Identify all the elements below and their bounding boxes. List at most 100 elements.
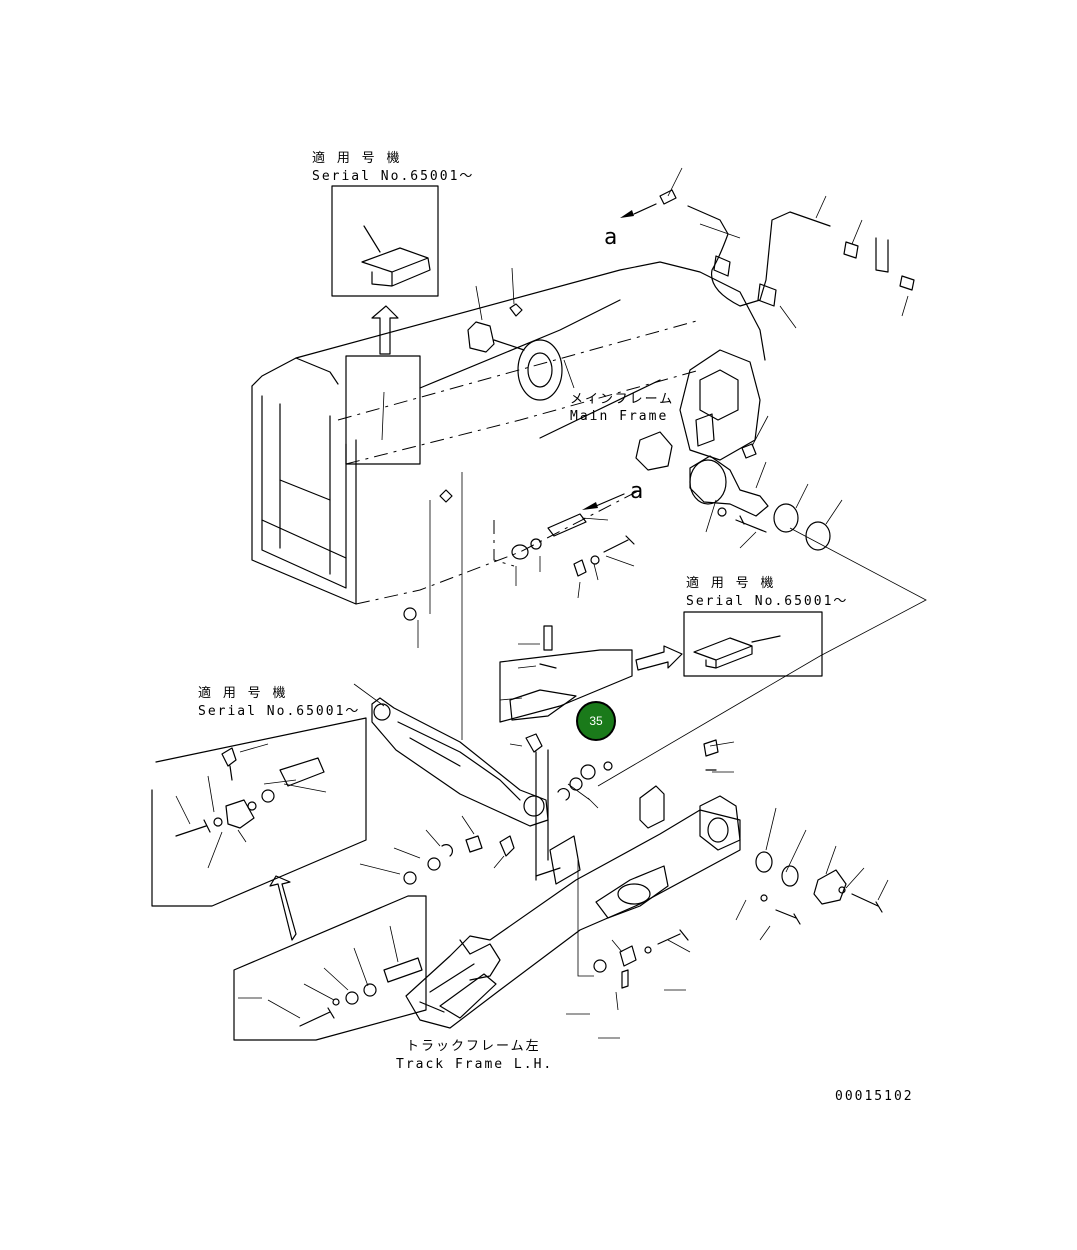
rear-bolt [851,893,883,913]
seal-leader [597,527,927,787]
callout-35[interactable]: 35 [576,701,616,741]
bottom-inset-box [233,895,427,1041]
right-inset-box [683,611,823,677]
bottom-bushing [363,983,377,997]
left-up-arrow [269,875,297,941]
top-serial-inset: 適 用 号 機 Serial No.65001～ [312,150,474,465]
top-bolt [703,739,719,771]
left-leaders [175,743,327,869]
washer-large [580,764,596,780]
top-serial-label-en: Serial No.65001～ [312,169,474,184]
arrow-a-top-shaft [633,203,657,215]
frame-centerline-top [337,319,701,421]
seal-ring-1 [773,503,799,533]
track-frame-rear-hub [699,795,741,851]
center-bolt [603,535,635,553]
track-frame-label-en: Track Frame L.H. [396,1057,553,1072]
text-labels: a a メインフレーム Main Frame [570,225,672,510]
bracket-bolt [539,625,557,669]
left-washer [213,817,223,827]
track-frame-label-jp: トラックフレーム左 [406,1039,541,1054]
frame-centerline-mid [345,369,701,465]
center-washer [590,555,600,565]
frame-shading [419,299,661,439]
frame-bottom-contour [355,489,641,605]
main-frame-label-en: Main Frame [570,409,668,424]
track-frame-idler-end [419,963,497,1019]
left-inset-box [151,717,367,907]
lower-washer-2 [644,946,652,954]
upper-leaders [381,167,909,648]
ref-a-top: a [604,225,617,250]
lower-bolt [775,909,801,925]
bracket-clip [875,237,889,273]
main-frame-drawing [251,261,831,621]
front-bolt [735,515,767,533]
center-leaders [353,683,599,875]
frame-inner-lines [261,395,347,589]
left-grease-fitting [221,747,237,781]
seal-ring-2 [805,521,831,551]
bracket-plate [509,689,577,721]
lower-bolt-2 [657,929,689,945]
washer-mid [569,777,583,791]
right-serial-inset: 適 用 号 機 Serial No.65001～ [499,575,848,723]
right-bracket-outline [499,649,633,723]
drawing-number: 00015102 [835,1089,914,1104]
ref-a-mid: a [630,479,643,504]
nut-left [403,607,417,621]
rear-cap [813,869,847,905]
lower-leaders [238,741,889,1039]
callout-number[interactable]: 35 [589,714,603,728]
rear-gasket [781,865,799,887]
equalizer-inner [397,721,521,801]
left-serial-inset: 適 用 号 機 Serial No.65001～ [151,685,367,941]
rear-hub-bore [707,817,729,843]
hose-clamp-2 [757,283,777,307]
callout-circle[interactable] [576,701,616,741]
front-washer [717,507,727,517]
left-pin [279,757,325,787]
top-up-arrow [371,305,399,355]
front-plug [741,443,757,459]
center-pin [547,513,587,537]
small-fitting [439,489,453,503]
right-serial-label-en: Serial No.65001～ [686,594,848,609]
frame-crossbars [261,479,347,559]
rear-cover [755,851,773,873]
lock-plate [573,559,587,577]
hose-fittings [620,189,915,307]
arrow-a-mid-head [582,502,598,510]
bottom-pin [383,957,423,983]
equalizer-eye-left [373,703,391,721]
equalizer-bar [371,697,549,827]
front-pivot-shaft [689,455,769,517]
track-frame-front [459,939,501,981]
top-inset-part [361,225,431,287]
nut-mid [427,857,441,871]
pivot-hub-flange [517,339,563,401]
left-serial-label-en: Serial No.65001～ [198,704,360,719]
rear-washer [838,886,846,894]
left-flange [225,799,255,829]
track-frame-window-inner [617,883,651,905]
arrow-a-mid-shaft [595,493,625,507]
left-serial-label-jp: 適 用 号 機 [198,685,287,701]
lower-washer [760,894,768,902]
pivot-hub-bore [527,352,553,388]
track-frame-bracket [639,785,665,829]
leader-lines [381,167,927,787]
top-serial-label-jp: 適 用 号 機 [312,150,401,166]
left-ring [247,801,257,811]
bushing-1 [511,544,529,560]
equalizer-eye-right [523,795,545,817]
circlip-2 [441,844,453,857]
top-detail-box [345,355,421,465]
frame-left-side [251,385,357,605]
fitting-mid [843,241,859,259]
arrow-a-top-head [620,210,634,218]
drop-lines [429,472,463,740]
bottom-bolt [299,1007,335,1027]
frame-top-edge [251,357,339,387]
